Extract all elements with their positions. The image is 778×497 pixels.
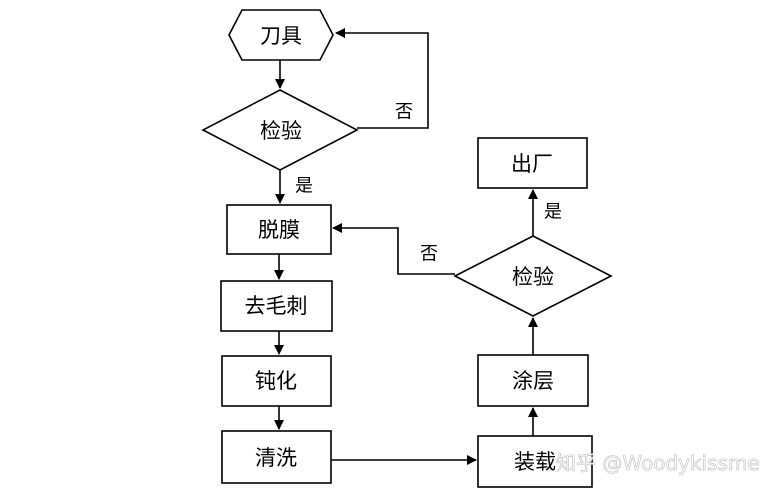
inspect2-yes-label: 是 [544,202,562,223]
film-removal-box [226,204,332,255]
coating-box [477,354,589,407]
inspect1-no-label: 否 [395,102,413,123]
cleaning-label: 清洗 [255,446,297,470]
fixture-label: 装载 [514,450,556,474]
fixture-box [477,435,593,488]
deburr-label: 去毛刺 [245,294,308,318]
inspect2-diamond [453,235,613,317]
edge-inspect1-no-loop [335,28,429,129]
passivation-box [221,355,332,407]
cleaning-box [221,430,332,484]
inspect2-label: 检验 [512,265,554,289]
tool-hexagon [228,9,334,61]
ship-box [477,137,588,189]
tool-label: 刀具 [260,24,302,48]
coating-label: 涂层 [512,369,554,393]
inspect2-no-label: 否 [420,244,438,265]
edge-inspect2-no [332,223,455,275]
deburr-box [220,280,333,332]
inspect1-yes-label: 是 [295,176,313,197]
watermark: 知乎 @Woodykissme [556,451,760,475]
passivation-label: 钝化 [255,369,297,393]
ship-label: 出厂 [511,152,553,176]
film-removal-label: 脱膜 [258,218,300,242]
inspect1-label: 检验 [260,119,302,143]
